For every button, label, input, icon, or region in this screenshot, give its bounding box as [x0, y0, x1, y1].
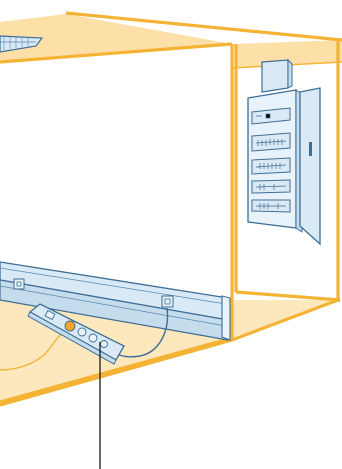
ceiling-panel — [0, 14, 232, 62]
ceiling-panel-right — [234, 40, 342, 68]
distribution-cabinet-icon — [247, 58, 321, 246]
power-cable — [115, 307, 169, 358]
room-frame — [0, 11, 342, 407]
cable-trunking-icon — [0, 261, 231, 341]
ceiling-cable-tray — [0, 35, 44, 53]
